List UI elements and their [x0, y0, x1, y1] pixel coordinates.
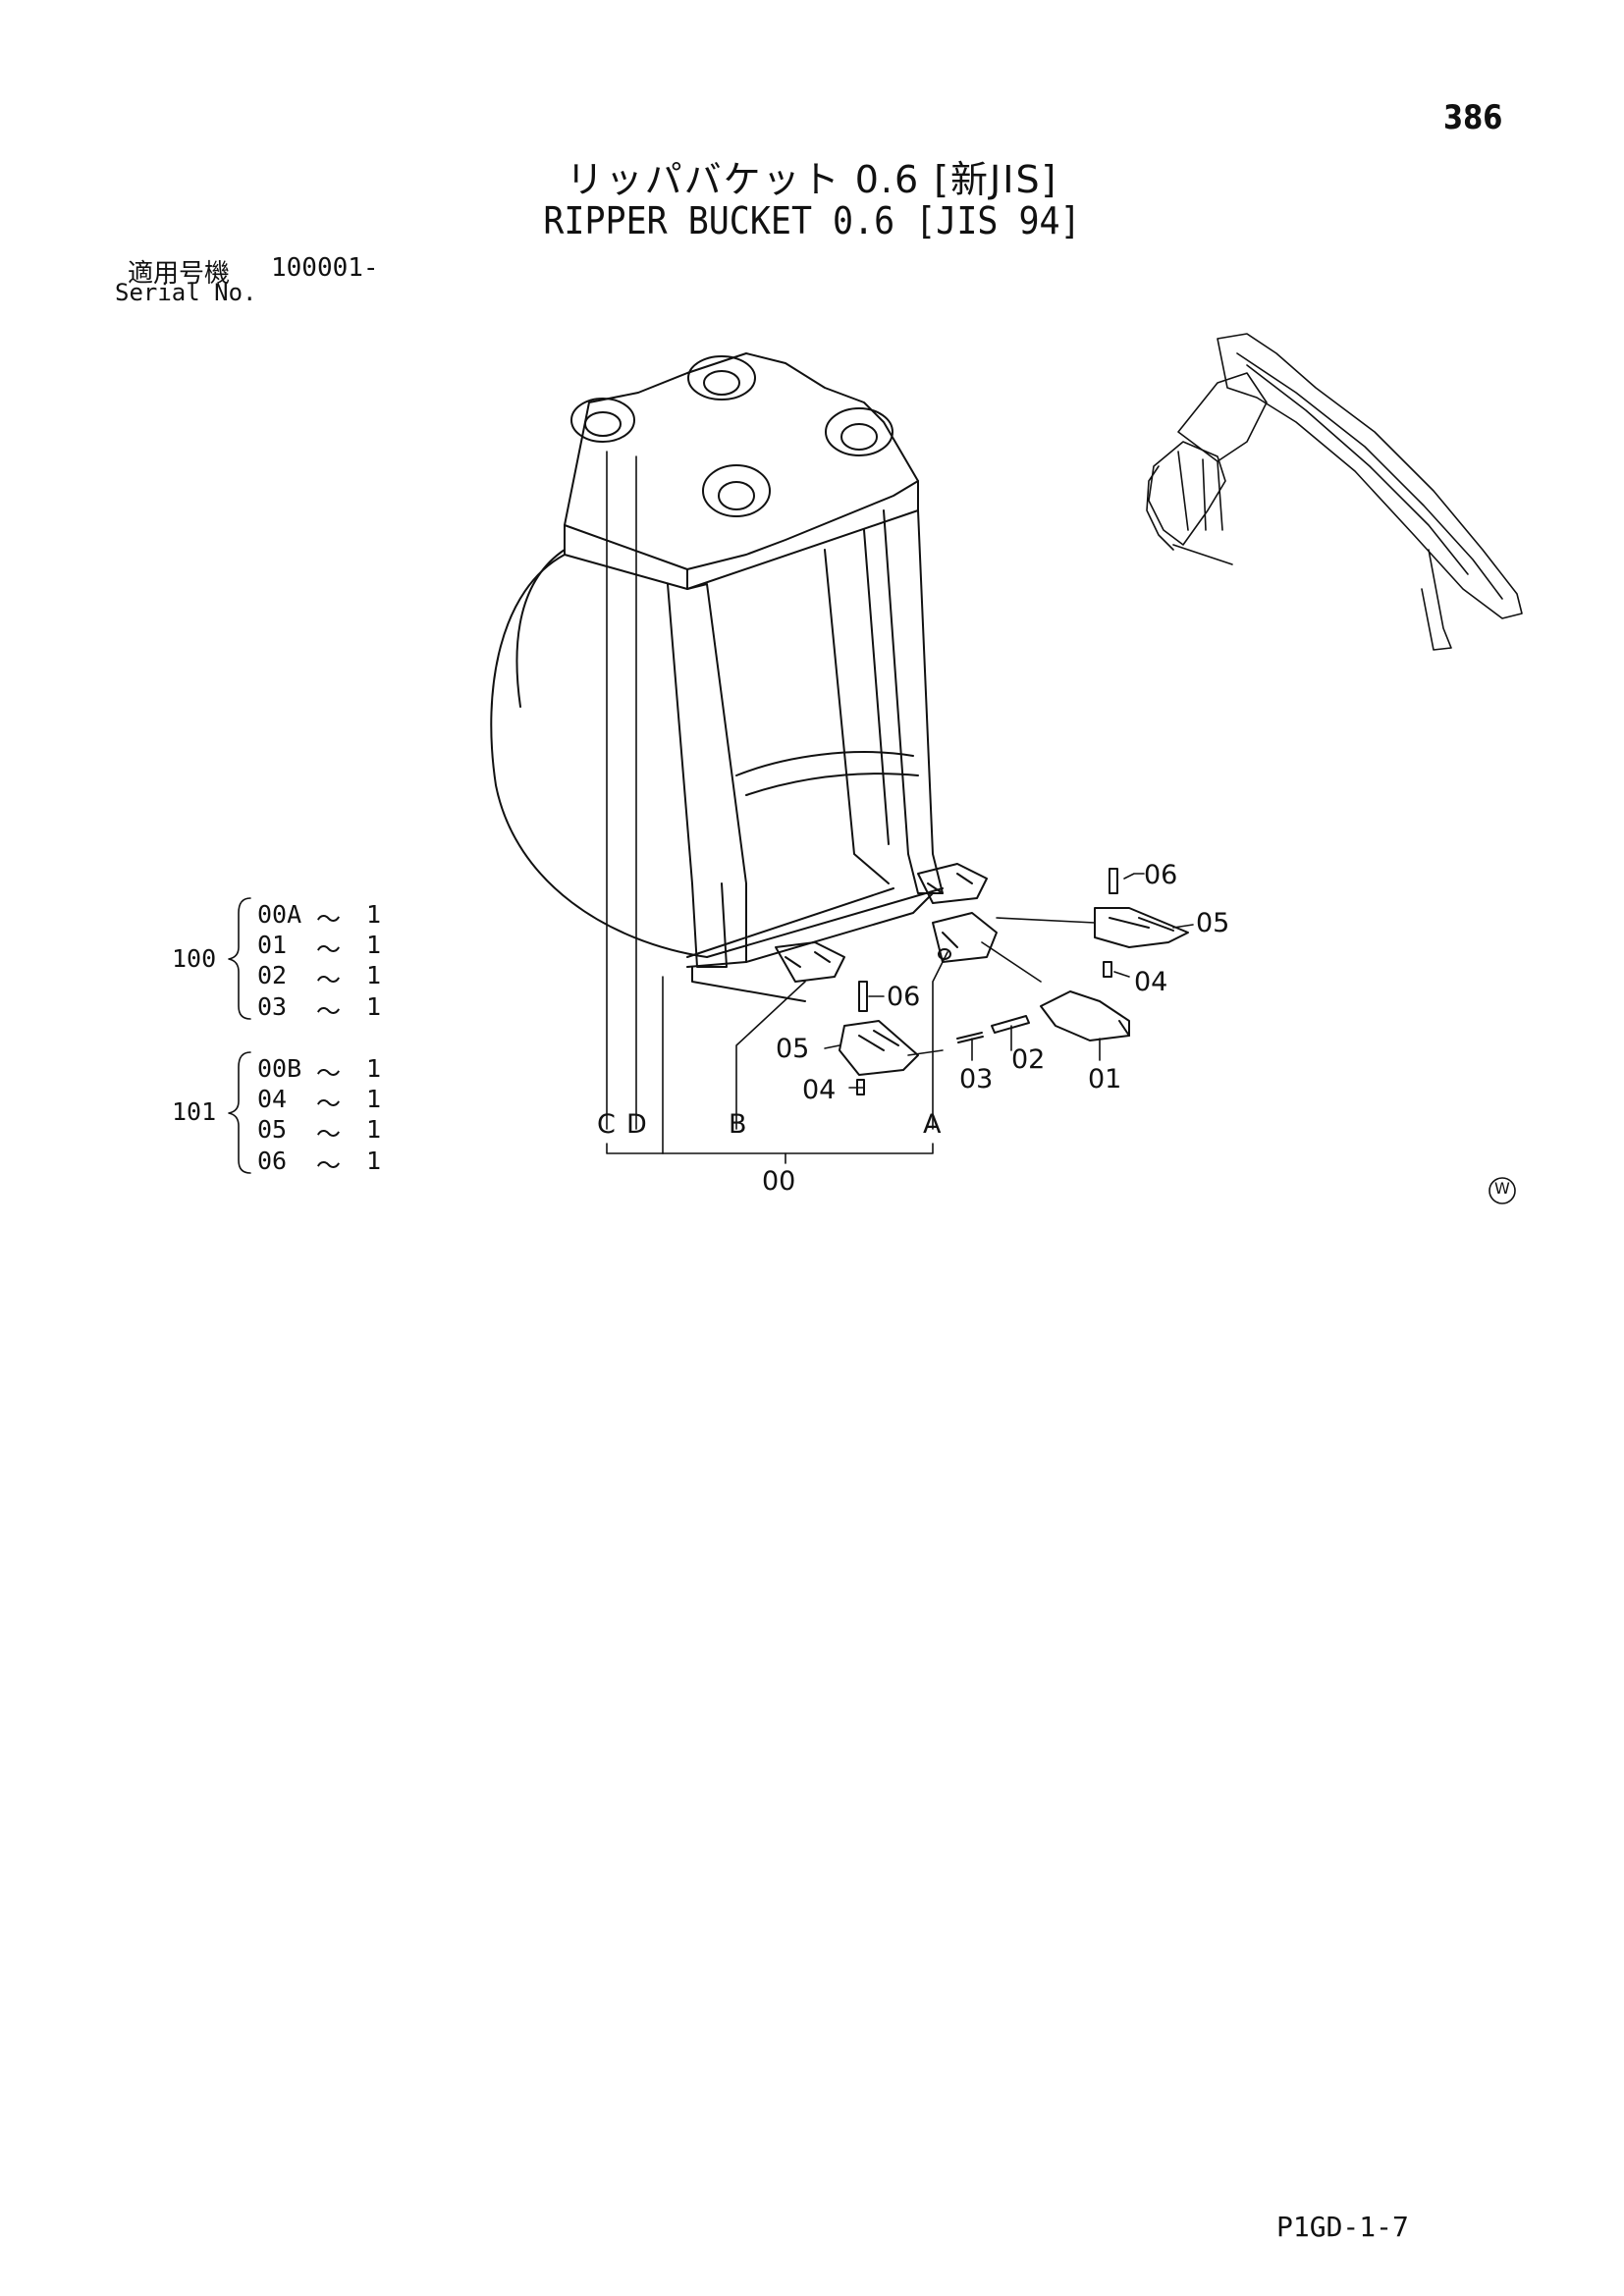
assembly-100-qty: 1 — [366, 931, 382, 959]
callout-05: 05 — [776, 1034, 810, 1064]
assembly-101-part: 00B — [257, 1054, 302, 1083]
ripper-bucket-drawing — [490, 352, 998, 1002]
callout-00: 00 — [762, 1166, 796, 1197]
assembly-100-part: 03 — [257, 992, 288, 1021]
leader-lines — [606, 451, 1194, 1164]
part-02-pin — [991, 1015, 1030, 1034]
part-05-tooth-right — [1094, 907, 1189, 948]
part-06-pin-right — [1109, 868, 1118, 894]
w-mark-circle — [1489, 1177, 1516, 1204]
assembly-101-sep: 〜 — [316, 1090, 342, 1118]
title-japanese: リッパバケット 0.6 [新JIS] — [566, 158, 1058, 201]
part-04-lock-left — [856, 1079, 865, 1095]
callout-06: 06 — [887, 982, 921, 1012]
assembly-100-part: 02 — [257, 961, 288, 989]
assembly-101-qty: 1 — [366, 1085, 382, 1113]
assembly-101-qty: 1 — [366, 1054, 382, 1083]
callout-04: 04 — [802, 1075, 837, 1105]
assembly-101-qty: 1 — [366, 1147, 382, 1175]
assembly-101-part: 06 — [257, 1147, 288, 1175]
excavator-arm-illustration — [1146, 333, 1523, 651]
assembly-101-sep: 〜 — [316, 1151, 342, 1180]
callout-05: 05 — [1196, 908, 1230, 938]
reference-c: C — [597, 1109, 616, 1140]
assembly-101-id: 101 — [172, 1097, 217, 1126]
part-03-pin — [956, 1032, 984, 1043]
serial-number-value: 100001- — [271, 253, 379, 283]
callout-02: 02 — [1011, 1044, 1046, 1075]
part-05-tooth-left — [839, 1020, 919, 1076]
title-english: RIPPER BUCKET 0.6 [JIS 94] — [543, 199, 1081, 242]
reference-b: B — [729, 1109, 747, 1140]
assembly-100-qty: 1 — [366, 992, 382, 1021]
callout-04: 04 — [1134, 967, 1168, 997]
reference-d: D — [626, 1109, 647, 1140]
callout-03: 03 — [959, 1064, 994, 1095]
part-01-point — [1040, 990, 1130, 1041]
callout-01: 01 — [1088, 1064, 1122, 1095]
assembly-101-sep: 〜 — [316, 1059, 342, 1088]
assembly-100-id: 100 — [172, 944, 217, 973]
serial-label-english: Serial No. — [115, 279, 257, 306]
part-06-pin-left — [858, 981, 868, 1012]
w-mark: W — [1494, 1179, 1510, 1198]
document-code: P1GD-1-7 — [1276, 2211, 1409, 2243]
assembly-100-sep: 〜 — [316, 997, 342, 1026]
assembly-braces — [228, 897, 251, 1174]
assembly-101-part: 04 — [257, 1085, 288, 1113]
assembly-100-qty: 1 — [366, 900, 382, 929]
assembly-100-sep: 〜 — [316, 966, 342, 994]
assembly-100-sep: 〜 — [316, 935, 342, 964]
exploded-parts — [839, 868, 1189, 1095]
assembly-100-part: 01 — [257, 931, 288, 959]
assembly-100-sep: 〜 — [316, 905, 342, 934]
reference-a: A — [923, 1109, 942, 1140]
callout-06: 06 — [1144, 860, 1178, 890]
part-04-lock-right — [1103, 961, 1112, 978]
page-number: 386 — [1443, 98, 1503, 137]
assembly-100-qty: 1 — [366, 961, 382, 989]
assembly-100-part: 00A — [257, 900, 302, 929]
serial-label-japanese: 適用号機 — [128, 259, 231, 289]
assembly-101-qty: 1 — [366, 1115, 382, 1144]
assembly-101-sep: 〜 — [316, 1120, 342, 1148]
assembly-101-part: 05 — [257, 1115, 288, 1144]
